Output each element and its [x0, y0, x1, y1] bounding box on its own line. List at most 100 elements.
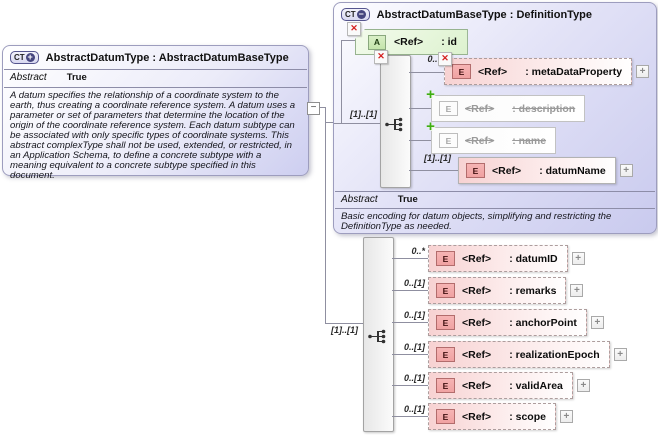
connector-line	[392, 258, 428, 259]
element-icon: E	[436, 315, 455, 330]
element-icon: E	[436, 378, 455, 393]
element-ref: <Ref>	[462, 348, 492, 361]
deleted-badge-icon: ✕	[374, 50, 388, 64]
expand-button[interactable]: +	[636, 65, 650, 78]
element-row-realizationepoch: E <Ref> : realizationEpoch +	[428, 341, 627, 368]
element-ref: <Ref>	[462, 252, 492, 265]
element-name: : name	[512, 134, 547, 147]
element-name: : metaDataProperty	[525, 65, 623, 78]
element-name: : remarks	[509, 284, 557, 297]
attribute-ref: <Ref>	[394, 36, 424, 48]
connector-line	[341, 40, 356, 41]
element-ref: <Ref>	[478, 65, 508, 78]
element-row-validarea: E <Ref> : validArea +	[428, 372, 590, 399]
element-ref: <Ref>	[462, 379, 492, 392]
element-remarks[interactable]: E <Ref> : remarks	[428, 277, 567, 304]
divider	[4, 87, 307, 88]
connector-line	[409, 108, 431, 109]
collapse-stub-icon[interactable]: −	[307, 102, 320, 115]
abstract-label: Abstract	[341, 194, 378, 205]
element-datumname[interactable]: E <Ref> : datumName	[458, 157, 616, 184]
complextype-box-abstractdatumtype: CT + AbstractDatumType : AbstractDatumBa…	[2, 45, 309, 181]
attribute-id[interactable]: A <Ref> : id	[355, 29, 468, 55]
abstract-value: True	[66, 72, 87, 83]
left-box-description: A datum specifies the relationship of a …	[10, 90, 296, 181]
element-metadataproperty[interactable]: E <Ref> : metaDataProperty	[444, 58, 633, 85]
expand-button[interactable]: +	[571, 252, 585, 265]
abstract-row: Abstract True	[334, 194, 418, 205]
element-icon: E	[466, 163, 485, 178]
expand-button[interactable]: +	[590, 316, 604, 329]
right-box-description: Basic encoding for datum objects, simpli…	[341, 211, 612, 232]
connector-line	[392, 290, 428, 291]
element-ref: <Ref>	[492, 164, 522, 177]
element-icon: E	[436, 283, 455, 298]
element-row-anchorpoint: E <Ref> : anchorPoint +	[428, 309, 604, 336]
expand-plus-icon[interactable]: +	[25, 52, 35, 62]
cardinality-label: 0..[1]	[403, 310, 425, 320]
ct-label: CT	[14, 53, 25, 62]
attribute-icon: A	[368, 34, 386, 50]
element-name: : datumName	[539, 164, 606, 177]
element-name: : description	[512, 102, 576, 115]
element-anchorpoint[interactable]: E <Ref> : anchorPoint	[428, 309, 587, 336]
expand-button[interactable]: +	[559, 410, 573, 423]
element-row-scope: E <Ref> : scope +	[428, 403, 573, 430]
left-box-header: CT + AbstractDatumType : AbstractDatumBa…	[3, 46, 308, 67]
element-name: : scope	[509, 410, 546, 423]
element-icon: E	[452, 64, 471, 79]
sequence-icon	[368, 329, 386, 344]
attribute-row-id: A <Ref> : id	[355, 29, 468, 55]
element-ref: <Ref>	[462, 316, 492, 329]
complextype-icon: CT −	[341, 8, 370, 21]
connector-line	[392, 416, 428, 417]
element-icon: E	[439, 133, 458, 148]
collapse-minus-icon[interactable]: −	[356, 9, 366, 19]
abstract-row: Abstract True	[3, 72, 87, 83]
expand-button[interactable]: +	[613, 348, 627, 361]
element-name: : datumID	[509, 252, 558, 265]
ct-label: CT	[345, 10, 356, 19]
element-ref: <Ref>	[465, 134, 495, 147]
element-icon: E	[439, 101, 458, 116]
element-scope[interactable]: E <Ref> : scope	[428, 403, 556, 430]
cardinality-label: 0..[1]	[403, 278, 425, 288]
cardinality-label: [1]..[1]	[350, 109, 377, 119]
connector-line	[325, 323, 364, 324]
connector-line	[392, 385, 428, 386]
connector-line	[341, 40, 342, 124]
element-name: : validArea	[509, 379, 563, 392]
sequence-icon	[385, 117, 403, 132]
divider	[335, 191, 655, 192]
right-box-title: AbstractDatumBaseType : DefinitionType	[376, 8, 593, 21]
left-box-title: AbstractDatumType : AbstractDatumBaseTyp…	[45, 51, 289, 64]
divider	[4, 69, 307, 70]
element-row-datumname: E <Ref> : datumName +	[458, 157, 633, 184]
cardinality-label: 0..[1]	[403, 404, 425, 414]
cardinality-label: 0..[1]	[403, 373, 425, 383]
expand-button[interactable]: +	[619, 164, 633, 177]
cardinality-label: [1]..[1]	[331, 325, 358, 335]
element-datumid[interactable]: E <Ref> : datumID	[428, 245, 568, 272]
element-name-ghost[interactable]: E <Ref> : name	[431, 127, 557, 154]
expand-button[interactable]: +	[570, 284, 584, 297]
element-description[interactable]: E <Ref> : description	[431, 95, 586, 122]
connector-line	[409, 140, 431, 141]
element-realizationepoch[interactable]: E <Ref> : realizationEpoch	[428, 341, 610, 368]
connector-line	[392, 354, 428, 355]
element-row-datumid: E <Ref> : datumID +	[428, 245, 585, 272]
element-name: : anchorPoint	[509, 316, 577, 329]
element-row-remarks: E <Ref> : remarks +	[428, 277, 584, 304]
cardinality-label: [1]..[1]	[424, 153, 451, 163]
element-validarea[interactable]: E <Ref> : validArea	[428, 372, 573, 399]
complextype-icon: CT +	[10, 51, 39, 64]
expand-button[interactable]: +	[576, 379, 590, 392]
element-ref: <Ref>	[465, 102, 495, 115]
right-box-header: CT − AbstractDatumBaseType : DefinitionT…	[334, 3, 656, 24]
element-icon: E	[436, 251, 455, 266]
element-icon: E	[436, 409, 455, 424]
element-name: : realizationEpoch	[509, 348, 600, 361]
added-badge-icon: +	[426, 86, 435, 103]
connector-line	[318, 107, 326, 108]
